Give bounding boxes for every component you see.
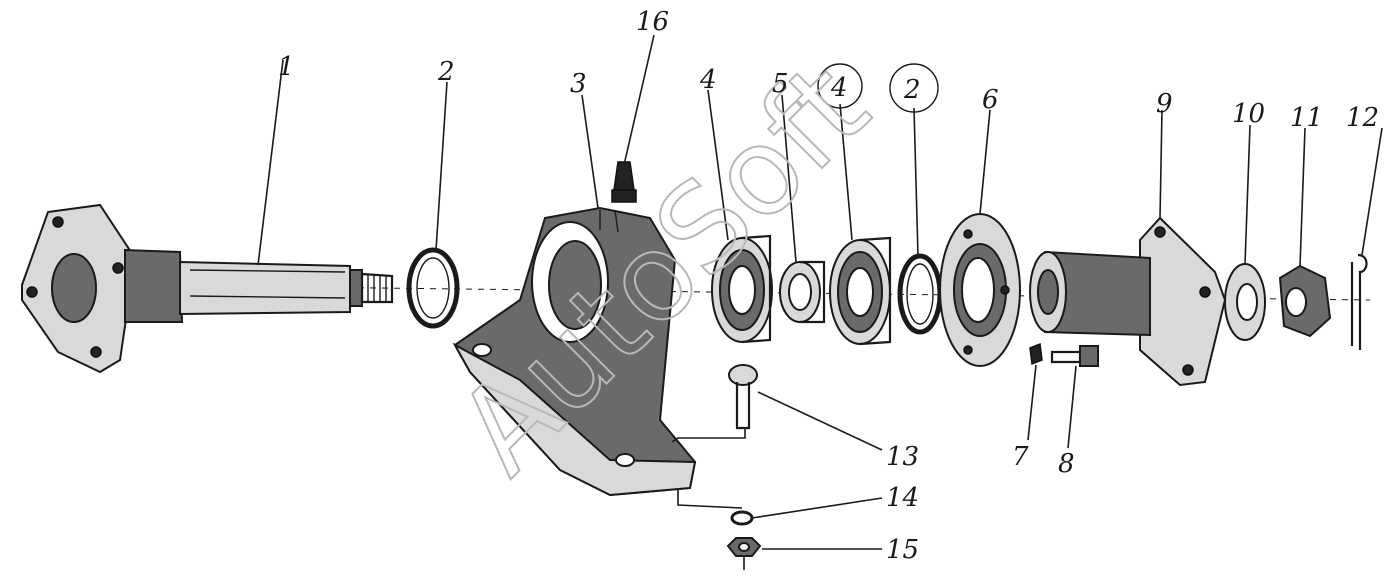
part-6-flange-cover — [939, 213, 1021, 367]
part-10-washer — [1224, 263, 1266, 341]
part-14-lock-washer — [730, 510, 754, 526]
callout-8: 8 — [1058, 449, 1075, 479]
part-2-ring — [406, 247, 460, 329]
callout-2: 2 — [437, 57, 455, 87]
callout-9: 9 — [1156, 89, 1173, 119]
callout-4-circled: 4 — [830, 73, 848, 103]
callout-4: 4 — [699, 65, 717, 95]
callout-2-circled: 2 — [903, 75, 921, 105]
callout-12: 12 — [1346, 103, 1379, 133]
callout-13: 13 — [886, 442, 919, 472]
callout-6: 6 — [982, 85, 999, 115]
callout-3: 3 — [570, 69, 587, 99]
callout-15: 15 — [886, 535, 919, 565]
part-12-cotter-pin — [1350, 253, 1368, 350]
part-13-bolt — [728, 364, 758, 430]
callout-16: 16 — [636, 7, 669, 37]
callout-10: 10 — [1232, 99, 1265, 129]
part-9-splined-hub — [1029, 216, 1227, 387]
part-5-spacer — [779, 260, 826, 324]
callout-1: 1 — [278, 52, 295, 82]
callout-7: 7 — [1012, 442, 1029, 472]
leader-lines — [257, 34, 1383, 570]
part-4-second-bearing — [829, 236, 892, 346]
part-8-bolt — [1050, 345, 1099, 367]
callout-11: 11 — [1290, 103, 1323, 133]
callout-5: 5 — [772, 69, 789, 99]
part-1-flanged-shaft — [21, 203, 394, 374]
part-7-lock-washer — [1029, 342, 1043, 366]
part-2-second-ring — [897, 253, 943, 335]
part-16-grease-fitting — [611, 161, 637, 203]
part-3-bearing-housing — [452, 206, 697, 497]
callout-14: 14 — [886, 483, 919, 513]
part-4-bearing — [711, 234, 773, 344]
part-15-nut — [726, 537, 762, 557]
callout-circle-4 — [817, 63, 863, 109]
callout-circle-2 — [889, 63, 939, 113]
part-11-castle-nut — [1278, 264, 1332, 338]
